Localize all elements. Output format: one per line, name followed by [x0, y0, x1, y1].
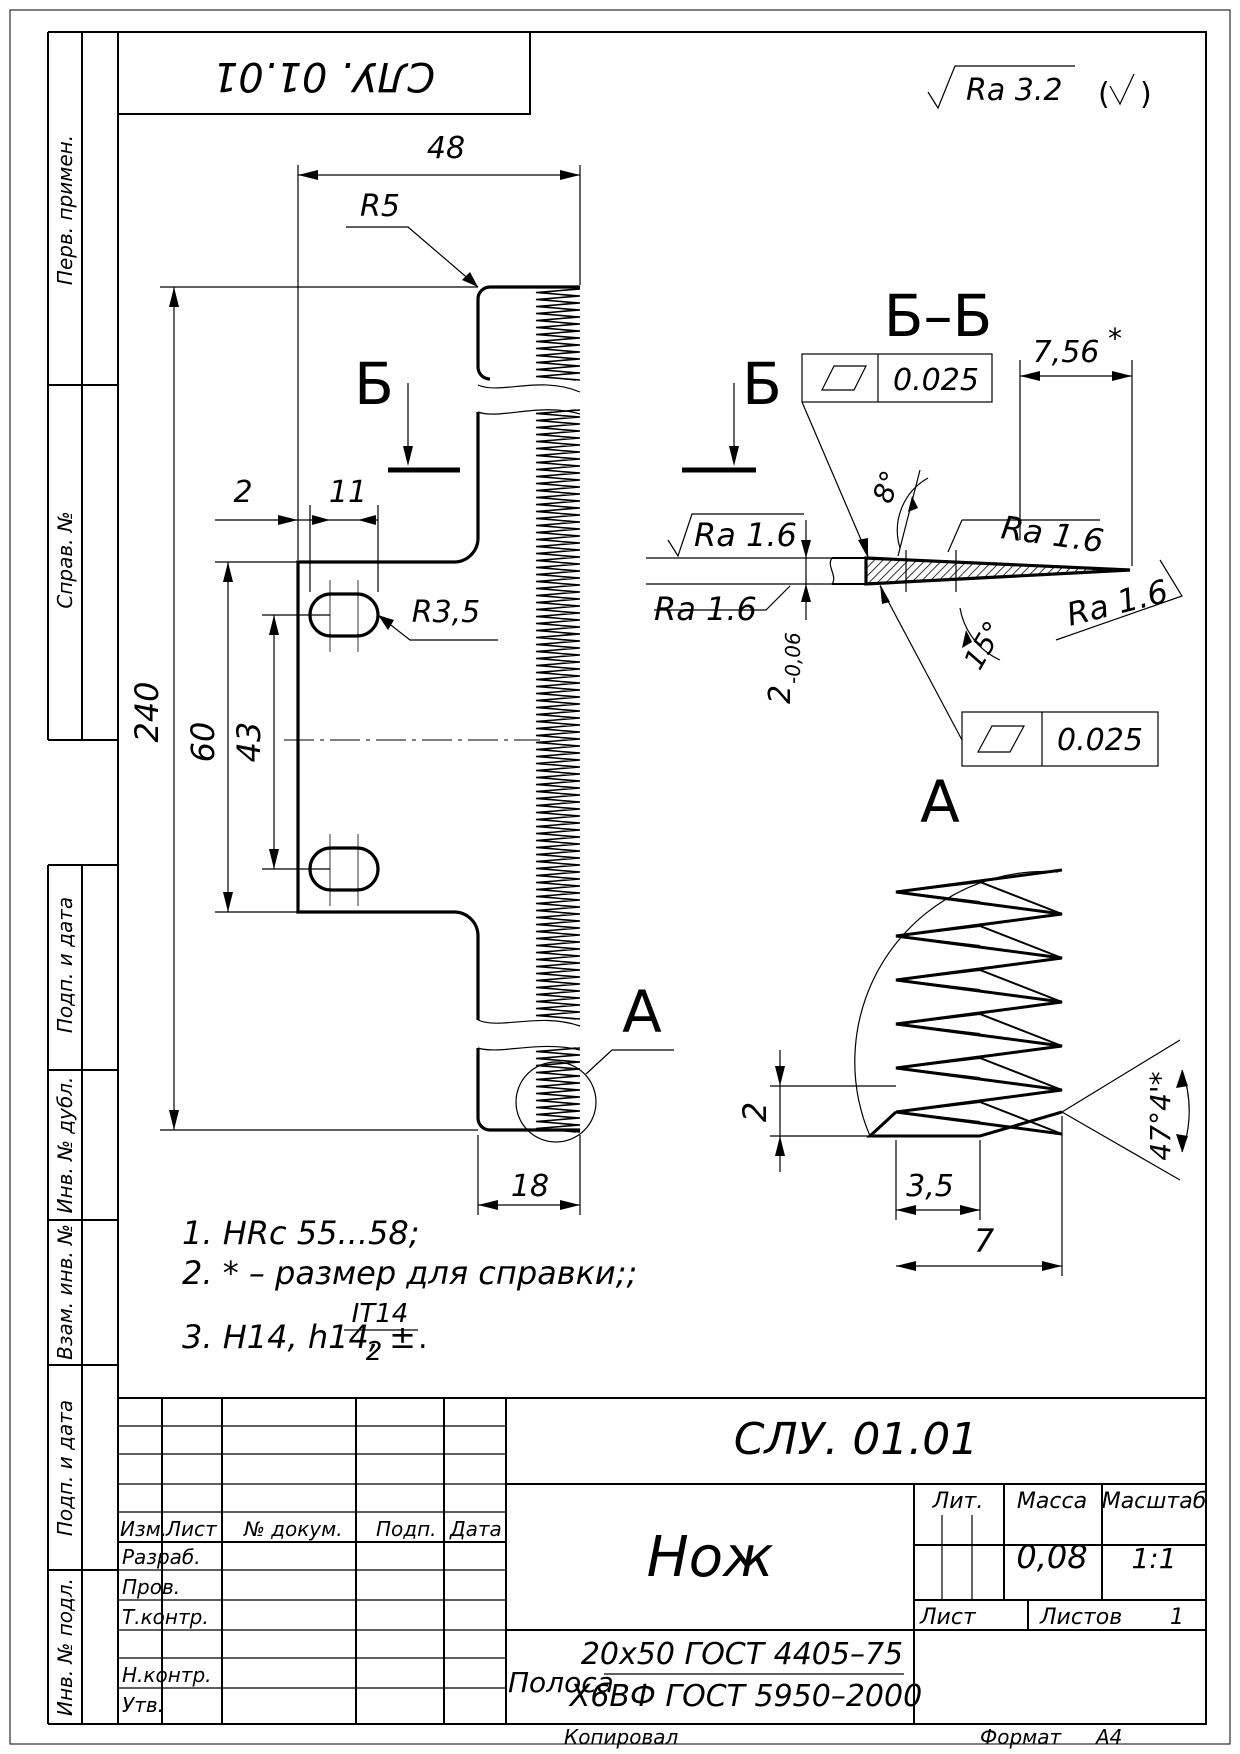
dim-48: 48 — [427, 131, 465, 166]
teeth-mid — [535, 409, 581, 1020]
section-cut-arrow — [682, 383, 756, 473]
col-list: Лист — [165, 1517, 218, 1541]
detail-title: А — [920, 768, 960, 836]
footer-format-label: Формат — [980, 1725, 1062, 1749]
col-doc: № докум. — [243, 1517, 343, 1541]
sheet-trim-border — [9, 9, 1231, 1745]
note-3-fraction-den: 2 — [366, 1337, 383, 1367]
sheets-value: 1 — [1170, 1605, 1184, 1630]
dim-43: 43 — [230, 722, 268, 763]
serration-teeth — [535, 409, 581, 1020]
dim-11: 11 — [329, 475, 367, 510]
ra-top-left: Ra 1.6 — [694, 516, 797, 554]
section-mark-left: Б — [354, 350, 394, 418]
ra-top-right: Ra 1.6 — [999, 508, 1106, 560]
serration-teeth — [535, 1047, 581, 1133]
main-view-dimensions — [160, 165, 674, 1215]
mass-label: Масса — [1017, 1489, 1087, 1514]
scale-value: 1:1 — [1131, 1542, 1176, 1575]
dim-R3-5: R3,5 — [412, 595, 481, 630]
dim-7-56-star: * — [1108, 322, 1122, 355]
section-title: Б–Б — [884, 282, 993, 350]
dim-240: 240 — [128, 681, 166, 742]
note-3-dot: . — [418, 1321, 428, 1356]
detail-dim-3-5: 3,5 — [906, 1169, 954, 1204]
margin-label-podp-data-2: Подп. и дата — [53, 1400, 77, 1536]
footer-copied: Копировал — [564, 1725, 678, 1749]
svg-text:0.025: 0.025 — [1057, 723, 1143, 758]
svg-text:(: ( — [1098, 77, 1110, 112]
scale-label: Масштаб — [1102, 1489, 1207, 1514]
col-data: Дата — [449, 1517, 502, 1541]
svg-text:0.025: 0.025 — [893, 363, 979, 398]
title-part-name: Нож — [647, 1525, 774, 1590]
margin-label-perv-primen: Перв. примен. — [53, 135, 77, 285]
roughness-symbols-section — [646, 513, 1183, 641]
title-designation: СЛУ. 01.01 — [734, 1414, 979, 1465]
top-stamp-box — [117, 31, 531, 115]
sheet-label: Лист — [919, 1605, 977, 1630]
detail-angle: 47°4'* — [1144, 1071, 1177, 1160]
note-1: 1. HRc 55...58; — [182, 1214, 420, 1252]
col-podp: Подп. — [376, 1517, 437, 1541]
note-3: 3. H14, h14, ± — [182, 1318, 416, 1356]
angle-marks — [896, 469, 1001, 661]
lit-label: Лит. — [932, 1489, 984, 1514]
sheets-label: Листов — [1039, 1605, 1122, 1630]
row-tkontr: Т.контр. — [122, 1605, 209, 1629]
material-line-1: 20х50 ГОСТ 4405–75 — [581, 1637, 903, 1672]
material-line-2: Х6ВФ ГОСТ 5950–2000 — [568, 1679, 922, 1714]
detail-teeth-view — [770, 868, 1190, 1276]
margin-label-vzam-inv: Взам. инв. № — [53, 1224, 77, 1360]
row-prov: Пров. — [122, 1575, 180, 1599]
section-profile — [801, 401, 1131, 741]
margin-label-sprav-no: Справ. № — [53, 511, 77, 608]
top-stamp-designation: СЛУ. 01.01 — [213, 53, 435, 99]
row-nkontr: Н.контр. — [122, 1663, 212, 1687]
detail-dim-7: 7 — [974, 1222, 995, 1260]
drawing-frame — [117, 31, 1207, 1725]
row-utv: Утв. — [122, 1693, 164, 1717]
dim-60: 60 — [184, 722, 222, 763]
thickness-tolerance: -0,06 — [781, 632, 805, 684]
svg-text:): ) — [1140, 77, 1152, 112]
margin-label-inv-dubl: Инв. № дубл. — [53, 1077, 77, 1214]
teeth-bot — [535, 1047, 581, 1133]
ra-bottom-right: Ra 1.6 — [1063, 572, 1172, 634]
ra-bottom-left: Ra 1.6 — [654, 590, 757, 628]
detail-mark-main: А — [622, 978, 662, 1046]
note-3-fraction-num: IT14 — [352, 1299, 409, 1329]
note-2: 2. * – размер для справки;; — [182, 1254, 637, 1292]
flatness-tolerance-frame-2: 0.025 — [961, 711, 1159, 767]
flatness-tolerance-frame-1: 0.025 — [801, 353, 993, 403]
row-razrab: Разраб. — [122, 1545, 201, 1569]
left-margin-columns — [47, 31, 118, 1725]
thickness-dim-lines — [801, 520, 811, 620]
roughness-general-symbol: Ra 3.2 ( ) — [927, 65, 1152, 112]
angle-8: 8° — [866, 466, 908, 507]
title-block — [118, 1397, 1206, 1725]
material-prefix: Полоса — [508, 1666, 614, 1699]
detail-teeth-facets — [895, 880, 1063, 1135]
detail-teeth-outline — [866, 868, 1063, 1138]
dim-R5: R5 — [360, 189, 400, 224]
knife-main-view — [284, 285, 581, 1133]
dim-7-56: 7,56 — [1033, 335, 1100, 370]
dim-2: 2 — [233, 475, 252, 510]
thickness-value: 2 — [763, 685, 798, 704]
svg-text:Ra 3.2: Ra 3.2 — [966, 73, 1062, 108]
section-mark-right: Б — [742, 350, 782, 418]
margin-label-inv-podl: Инв. № подл. — [53, 1578, 77, 1716]
teeth-top — [535, 288, 581, 381]
mass-value: 0,08 — [1016, 1538, 1087, 1576]
detail-dim-2: 2 — [736, 1102, 774, 1122]
footer-format-value: А4 — [1094, 1725, 1122, 1749]
serration-teeth — [535, 288, 581, 381]
margin-label-podp-data-1: Подп. и дата — [53, 897, 77, 1033]
dim-7-56-lines — [1019, 360, 1133, 566]
dim-18: 18 — [511, 1169, 549, 1204]
col-izm: Изм. — [120, 1517, 167, 1541]
